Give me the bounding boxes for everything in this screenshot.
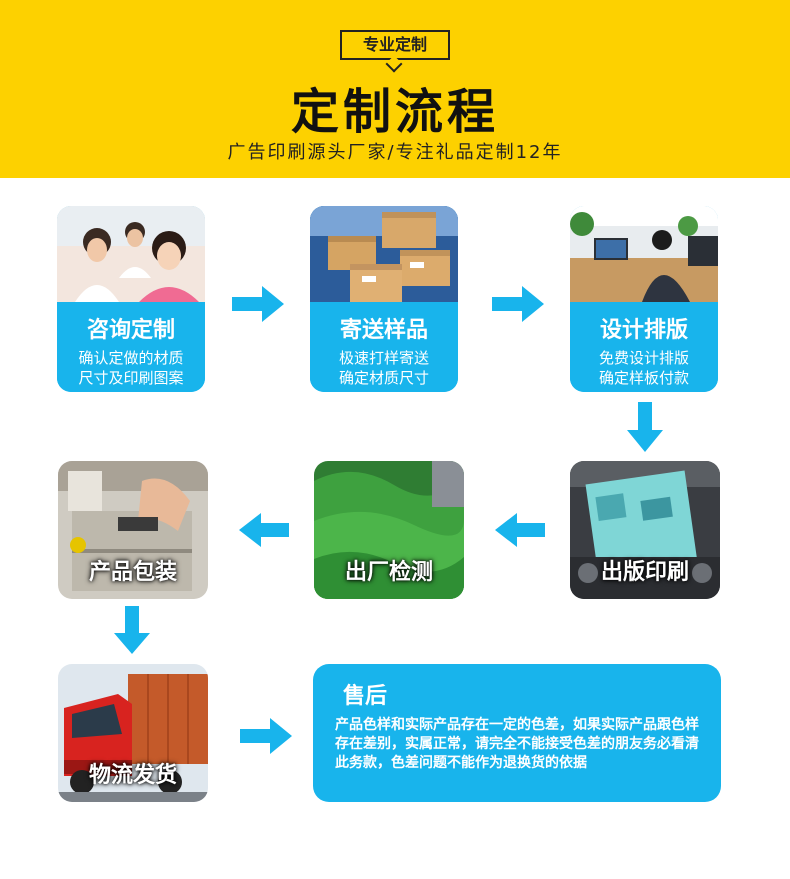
step-title: 寄送样品 [339, 318, 428, 343]
step-desc-line2: 确定材质尺寸 [338, 369, 429, 387]
office-designer-photo [570, 206, 718, 302]
arrow-left-icon [239, 513, 289, 547]
arrow-right-icon [232, 286, 284, 322]
arrow-down-icon [114, 606, 150, 654]
packaging-photo [58, 461, 208, 599]
step-desc-line1: 免费设计排版 [598, 349, 689, 367]
step-card-packaging: 产品包装 [58, 461, 208, 599]
step-title: 出厂检测 [344, 560, 433, 585]
printing-press-photo [570, 461, 720, 599]
step-title: 出版印刷 [600, 560, 689, 585]
customer-service-photo [57, 206, 205, 302]
header-banner: 专业定制 定制流程 广告印刷源头厂家/专注礼品定制12年 [0, 0, 790, 178]
step-caption: 寄送样品 极速打样寄送 确定材质尺寸 [310, 302, 458, 392]
step-title: 设计排版 [599, 318, 688, 343]
arrow-left-icon [495, 513, 545, 547]
arrow-right-icon [240, 718, 292, 754]
after-sales-panel: 售后 产品色样和实际产品存在一定的色差，如果实际产品跟色样存在差别，实属正常，请… [313, 664, 721, 802]
step-caption: 设计排版 免费设计排版 确定样板付款 [570, 302, 718, 392]
page-subtitle: 广告印刷源头厂家/专注礼品定制12年 [227, 142, 563, 163]
delivery-truck-photo [58, 664, 208, 802]
step-card-printing: 出版印刷 [570, 461, 720, 599]
step-card-inspection: 出厂检测 [314, 461, 464, 599]
page-title: 定制流程 [290, 84, 499, 140]
step-desc-line1: 确认定做的材质 [78, 349, 184, 367]
step-card-send-samples: 寄送样品 极速打样寄送 确定材质尺寸 [310, 206, 458, 392]
step-desc-line2: 确定样板付款 [598, 369, 689, 387]
step-card-consult: 咨询定制 确认定做的材质 尺寸及印刷图案 [57, 206, 205, 392]
after-sales-title: 售后 [343, 684, 388, 709]
step-title: 产品包装 [88, 560, 177, 585]
step-desc-line2: 尺寸及印刷图案 [78, 369, 184, 387]
step-caption: 咨询定制 确认定做的材质 尺寸及印刷图案 [57, 302, 205, 392]
arrow-down-icon [627, 402, 663, 452]
step-title: 咨询定制 [86, 318, 175, 343]
arrow-right-icon [492, 286, 544, 322]
step-title: 物流发货 [88, 763, 177, 788]
step-card-shipping: 物流发货 [58, 664, 208, 802]
badge-professional-custom: 专业定制 [340, 30, 450, 60]
cardboard-boxes-photo [310, 206, 458, 302]
step-card-design: 设计排版 免费设计排版 确定样板付款 [570, 206, 718, 392]
after-sales-description: 产品色样和实际产品存在一定的色差，如果实际产品跟色样存在差别，实属正常，请完全不… [335, 717, 699, 771]
green-products-photo [314, 461, 464, 599]
step-desc-line1: 极速打样寄送 [338, 349, 429, 367]
